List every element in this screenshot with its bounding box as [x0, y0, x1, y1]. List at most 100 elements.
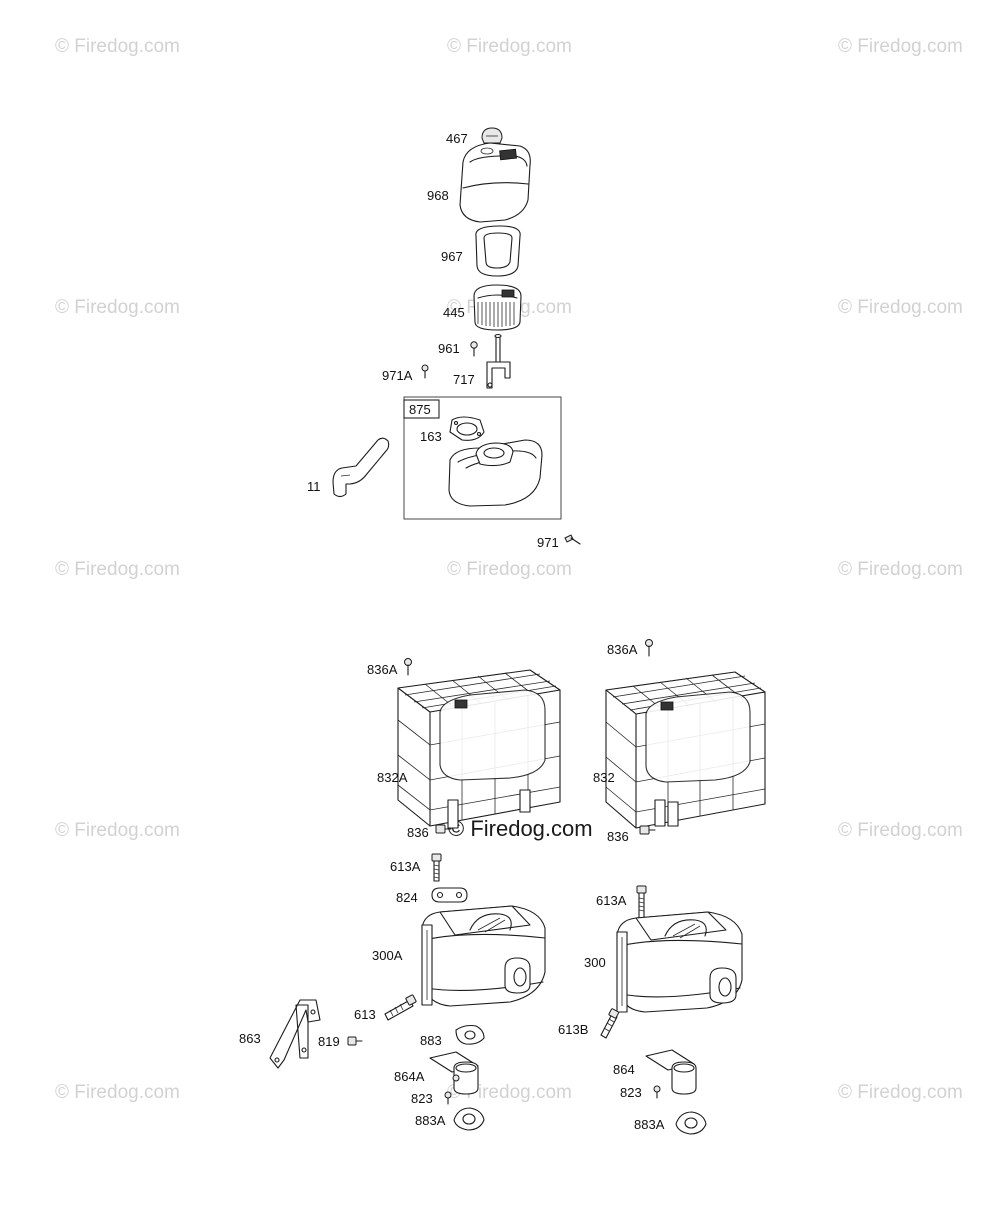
- part-883a-gasket-left: [453, 1107, 485, 1131]
- label-836a-right: 836A: [607, 642, 638, 657]
- part-613b-screw: [600, 1008, 620, 1039]
- watermark-r4c1: © Firedog.com: [55, 820, 180, 841]
- label-819: 819: [318, 1034, 340, 1049]
- part-961-screw: [470, 341, 478, 357]
- svg-text:© Firedog.com: © Firedog.com: [55, 559, 180, 580]
- part-467-knob: [481, 127, 503, 144]
- part-863-bracket: [269, 999, 321, 1069]
- watermark-r5c1: © Firedog.com: [55, 1082, 180, 1103]
- svg-text:© Firedog.com: © Firedog.com: [447, 1082, 572, 1103]
- label-864a: 864A: [394, 1069, 425, 1084]
- label-968: 968: [427, 188, 449, 203]
- label-823-left: 823: [411, 1091, 433, 1106]
- label-300: 300: [584, 955, 606, 970]
- watermark-r3c2: © Firedog.com: [447, 559, 572, 580]
- label-967: 967: [441, 249, 463, 264]
- svg-text:© Firedog.com: © Firedog.com: [838, 36, 963, 57]
- part-613a-screw-right: [636, 885, 647, 919]
- label-613b: 613B: [558, 1022, 588, 1037]
- part-819-screw: [347, 1036, 363, 1046]
- label-613: 613: [354, 1007, 376, 1022]
- label-883: 883: [420, 1033, 442, 1048]
- label-836a-left: 836A: [367, 662, 398, 677]
- label-613a-right: 613A: [596, 893, 627, 908]
- watermark-r5c2: © Firedog.com: [447, 1082, 572, 1103]
- label-864: 864: [613, 1062, 635, 1077]
- label-823-right: 823: [620, 1085, 642, 1100]
- kit-875-box: [403, 396, 562, 520]
- svg-text:© Firedog.com: © Firedog.com: [55, 297, 180, 318]
- part-836a-screw-right: [645, 639, 653, 657]
- part-836-nut-right: [639, 825, 656, 835]
- label-883a-left: 883A: [415, 1113, 446, 1128]
- part-11-tube: [332, 437, 390, 498]
- watermark-r3c3: © Firedog.com: [838, 559, 963, 580]
- left-muffler-assembly: 613A 824 300A 613: [239, 853, 546, 1131]
- part-163-gasket: [449, 416, 485, 441]
- label-832a: 832A: [377, 770, 408, 785]
- right-muffler-assembly: 613A 300 613B 864: [558, 885, 743, 1135]
- label-883a-right: 883A: [634, 1117, 665, 1132]
- right-muffler-guard: 836A 832 836: [593, 639, 766, 844]
- part-832a-guard: [397, 669, 561, 829]
- part-824-lockplate: [431, 887, 468, 903]
- part-836a-screw-left: [404, 658, 412, 676]
- label-163: 163: [420, 429, 442, 444]
- watermark-r1c1: © Firedog.com: [55, 36, 180, 57]
- svg-text:© Firedog.com: © Firedog.com: [838, 820, 963, 841]
- label-467: 467: [446, 131, 468, 146]
- label-300a: 300A: [372, 948, 403, 963]
- label-445: 445: [443, 305, 465, 320]
- air-cleaner-assembly: 467 968 967: [307, 127, 581, 550]
- label-836-left: 836: [407, 825, 429, 840]
- part-300-muffler: [616, 911, 743, 1013]
- part-300a-muffler: [421, 905, 546, 1007]
- label-824: 824: [396, 890, 418, 905]
- watermark-r2c3: © Firedog.com: [838, 297, 963, 318]
- svg-text:© Firedog.com: © Firedog.com: [447, 36, 572, 57]
- part-968-cover: [459, 142, 531, 223]
- watermark-r1c3: © Firedog.com: [838, 36, 963, 57]
- label-613a-left: 613A: [390, 859, 421, 874]
- part-613a-screw-left: [431, 853, 442, 882]
- watermark-r2c1: © Firedog.com: [55, 297, 180, 318]
- svg-text:© Firedog.com: © Firedog.com: [55, 36, 180, 57]
- part-967-precleaner: [475, 225, 521, 277]
- svg-text:© Firedog.com: © Firedog.com: [55, 1082, 180, 1103]
- part-971a-screw: [421, 364, 429, 379]
- svg-text:© Firedog.com: © Firedog.com: [838, 1082, 963, 1103]
- watermark-r4c3: © Firedog.com: [838, 820, 963, 841]
- part-823-screw-left: [444, 1091, 452, 1105]
- watermark-main: © Firedog.com: [448, 816, 593, 841]
- part-864a-deflector: [429, 1051, 479, 1095]
- watermark-r1c2: © Firedog.com: [447, 36, 572, 57]
- svg-text:© Firedog.com: © Firedog.com: [55, 820, 180, 841]
- part-971-screw: [564, 534, 581, 545]
- svg-text:© Firedog.com: © Firedog.com: [447, 559, 572, 580]
- label-832: 832: [593, 770, 615, 785]
- part-864-deflector: [645, 1049, 697, 1095]
- part-air-cleaner-base: [448, 439, 543, 507]
- part-883-gasket: [455, 1024, 485, 1045]
- label-717: 717: [453, 372, 475, 387]
- left-muffler-guard: 836A 832A 836: [367, 658, 561, 840]
- svg-text:© Firedog.com: © Firedog.com: [838, 559, 963, 580]
- label-11: 11: [307, 479, 321, 494]
- label-961: 961: [438, 341, 460, 356]
- part-832-guard: [605, 671, 766, 829]
- watermark-r5c3: © Firedog.com: [838, 1082, 963, 1103]
- part-445-filter: [473, 284, 522, 331]
- watermark-r3c1: © Firedog.com: [55, 559, 180, 580]
- label-875: 875: [409, 402, 431, 417]
- label-971a: 971A: [382, 368, 413, 383]
- part-613-screw: [384, 994, 417, 1021]
- part-883a-gasket-right: [675, 1111, 707, 1135]
- svg-text:© Firedog.com: © Firedog.com: [838, 297, 963, 318]
- part-717-bracket: [486, 333, 511, 389]
- label-836-right: 836: [607, 829, 629, 844]
- part-836-nut-left: [435, 824, 452, 834]
- label-863: 863: [239, 1031, 261, 1046]
- part-823-screw-right: [653, 1085, 661, 1099]
